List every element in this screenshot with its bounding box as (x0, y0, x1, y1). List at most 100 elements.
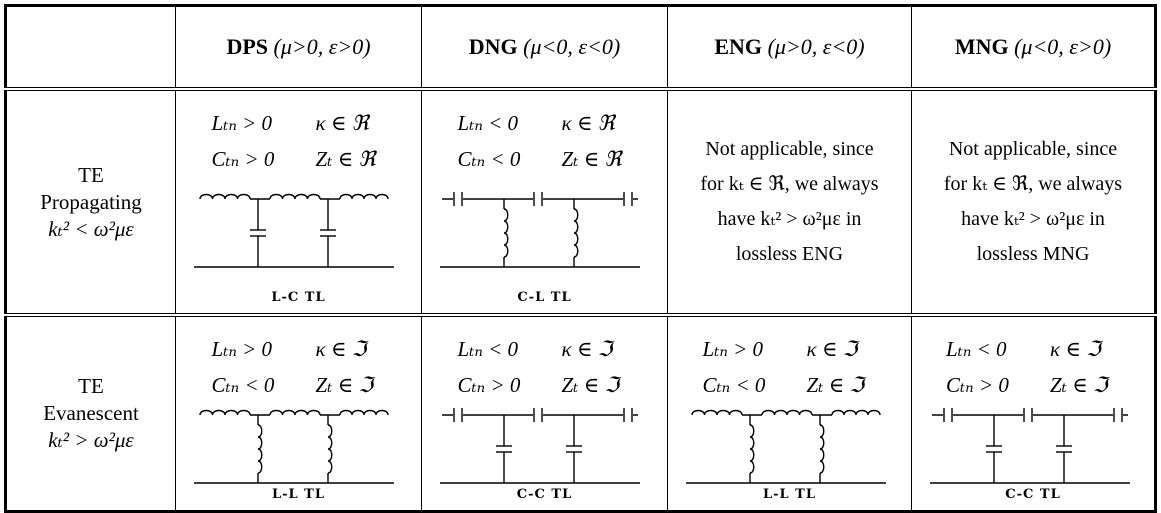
shunt-inductor-symbol (819, 424, 825, 474)
param-kappa: κ ∈ ℜ (561, 111, 615, 135)
header-dng-name: DNG (468, 34, 518, 59)
param-impedance: Zₜ ∈ ℜ (315, 147, 376, 171)
cell-propagating-mng: Not applicable, since for kₜ ∈ ℜ, we alw… (911, 88, 1156, 317)
row-label-condition: kₜ² > ω²με (48, 428, 134, 452)
param-kappa: κ ∈ ℜ (315, 111, 369, 135)
note-line: have kₜ² > ω²με in (717, 208, 862, 230)
circuit-lc-diagram (194, 189, 394, 284)
note-line: lossless MNG (976, 243, 1090, 265)
series-inductor-symbol (199, 193, 251, 200)
series-inductor-symbol (269, 193, 321, 200)
param-capacitance: Cₜₙ < 0 (702, 373, 766, 397)
series-inductor-symbol (339, 193, 389, 200)
parameter-block: Lₜₙ > 0 κ ∈ ℑ Cₜₙ < 0 Zₜ ∈ ℑ (176, 331, 421, 403)
note-line: lossless ENG (735, 243, 844, 265)
header-dng: DNG (μ<0, ε<0) (421, 5, 668, 91)
header-dps-cond: (μ>0, ε>0) (273, 34, 371, 59)
series-inductor-symbol (761, 409, 813, 416)
shunt-inductor-symbol (327, 424, 333, 474)
param-inductance: Lₜₙ < 0 (457, 337, 519, 361)
circuit-cc-diagram (930, 405, 1130, 500)
header-dps: DPS (μ>0, ε>0) (175, 5, 422, 91)
circuit-label: C-L TL (517, 290, 572, 305)
header-mng: MNG (μ<0, ε>0) (911, 5, 1156, 91)
cell-evanescent-mng: Lₜₙ < 0 κ ∈ ℑ Cₜₙ > 0 Zₜ ∈ ℑ C-C TL (911, 314, 1156, 512)
circuit-svg (194, 409, 394, 484)
not-applicable-note: Not applicable, since for kₜ ∈ ℜ, we alw… (912, 132, 1154, 272)
param-impedance: Zₜ ∈ ℑ (806, 373, 865, 397)
param-capacitance: Cₜₙ > 0 (457, 373, 521, 397)
series-inductor-symbol (269, 409, 321, 416)
cell-propagating-dng: Lₜₙ < 0 κ ∈ ℜ Cₜₙ < 0 Zₜ ∈ ℜ C-L TL (421, 88, 668, 317)
note-line: have kₜ² > ω²με in (961, 208, 1105, 230)
param-inductance: Lₜₙ < 0 (946, 337, 1007, 361)
cell-content: Lₜₙ > 0 κ ∈ ℑ Cₜₙ < 0 Zₜ ∈ ℑ L-L TL (176, 317, 421, 510)
header-mng-cond: (μ<0, ε>0) (1014, 34, 1112, 59)
circuit-label: L-C TL (271, 290, 326, 305)
shunt-inductor-symbol (257, 424, 263, 474)
param-capacitance: Cₜₙ > 0 (946, 373, 1009, 397)
circuit-svg (194, 193, 394, 268)
table-container: DPS (μ>0, ε>0) DNG (μ<0, ε<0) ENG (μ>0, … (4, 4, 1157, 513)
series-inductor-symbol (199, 409, 251, 416)
header-dps-name: DPS (226, 34, 268, 59)
circuit-ll-diagram (194, 405, 394, 500)
cell-evanescent-dng: Lₜₙ < 0 κ ∈ ℑ Cₜₙ > 0 Zₜ ∈ ℑ C-C TL (421, 314, 668, 512)
note-line: for kₜ ∈ ℜ, we always (700, 173, 879, 195)
param-kappa: κ ∈ ℑ (1050, 337, 1101, 361)
header-dng-cond: (μ<0, ε<0) (523, 34, 621, 59)
material-classification-table: DPS (μ>0, ε>0) DNG (μ<0, ε<0) ENG (μ>0, … (4, 4, 1157, 513)
param-inductance: Lₜₙ > 0 (211, 111, 273, 135)
note-line: Not applicable, since (705, 138, 874, 160)
param-impedance: Zₜ ∈ ℑ (1050, 373, 1108, 397)
cell-propagating-eng: Not applicable, since for kₜ ∈ ℜ, we alw… (667, 88, 912, 317)
circuit-label: C-C TL (1005, 487, 1061, 502)
circuit-label: C-C TL (516, 487, 573, 502)
param-inductance: Lₜₙ > 0 (702, 337, 764, 361)
row-label-line2: Propagating (40, 189, 142, 214)
cell-content: Lₜₙ < 0 κ ∈ ℜ Cₜₙ < 0 Zₜ ∈ ℜ C-L TL (422, 91, 667, 313)
row-evanescent: TE Evanescent kₜ² > ω²με Lₜₙ > 0 κ ∈ ℑ Cₜ… (5, 314, 1156, 512)
header-mng-name: MNG (954, 34, 1009, 59)
note-line: Not applicable, since (948, 138, 1118, 160)
header-eng-name: ENG (714, 34, 763, 59)
series-inductor-symbol (691, 409, 743, 416)
param-impedance: Zₜ ∈ ℑ (315, 373, 374, 397)
row-label-condition: kₜ² < ω²με (48, 216, 134, 241)
param-capacitance: Cₜₙ > 0 (211, 147, 275, 171)
circuit-label: L-L TL (762, 487, 817, 502)
param-inductance: Lₜₙ < 0 (457, 111, 519, 135)
circuit-cl-diagram (440, 189, 640, 284)
cell-content: Lₜₙ > 0 κ ∈ ℜ Cₜₙ > 0 Zₜ ∈ ℜ L-C TL (176, 91, 421, 313)
param-kappa: κ ∈ ℑ (561, 337, 613, 361)
cell-propagating-dps: Lₜₙ > 0 κ ∈ ℜ Cₜₙ > 0 Zₜ ∈ ℜ L-C TL (175, 88, 422, 317)
parameter-block: Lₜₙ < 0 κ ∈ ℜ Cₜₙ < 0 Zₜ ∈ ℜ (422, 105, 667, 177)
circuit-svg (440, 407, 640, 484)
param-inductance: Lₜₙ > 0 (211, 337, 273, 361)
row-label-evanescent: TE Evanescent kₜ² > ω²με (5, 314, 176, 512)
parameter-block: Lₜₙ < 0 κ ∈ ℑ Cₜₙ > 0 Zₜ ∈ ℑ (912, 331, 1154, 403)
param-capacitance: Cₜₙ < 0 (457, 147, 521, 171)
row-label-line1: TE (78, 162, 104, 187)
param-impedance: Zₜ ∈ ℜ (561, 147, 622, 171)
shunt-inductor-symbol (749, 424, 755, 474)
series-inductor-symbol (339, 409, 389, 416)
param-capacitance: Cₜₙ < 0 (211, 373, 275, 397)
param-kappa: κ ∈ ℑ (315, 337, 367, 361)
cell-content: Lₜₙ < 0 κ ∈ ℑ Cₜₙ > 0 Zₜ ∈ ℑ C-C TL (912, 317, 1154, 510)
cell-content: Lₜₙ < 0 κ ∈ ℑ Cₜₙ > 0 Zₜ ∈ ℑ C-C TL (422, 317, 667, 510)
row-label-line1: TE (78, 374, 104, 398)
circuit-label: L-L TL (271, 487, 326, 502)
not-applicable-note: Not applicable, since for kₜ ∈ ℜ, we alw… (668, 132, 911, 272)
circuit-svg (930, 407, 1130, 484)
circuit-svg (686, 409, 886, 484)
header-eng: ENG (μ>0, ε<0) (667, 5, 912, 91)
corner-cell (5, 5, 176, 91)
param-impedance: Zₜ ∈ ℑ (561, 373, 620, 397)
circuit-svg (440, 191, 640, 268)
circuit-ll-diagram (686, 405, 886, 500)
row-label-line2: Evanescent (43, 401, 139, 425)
shunt-inductor-symbol (503, 208, 509, 258)
